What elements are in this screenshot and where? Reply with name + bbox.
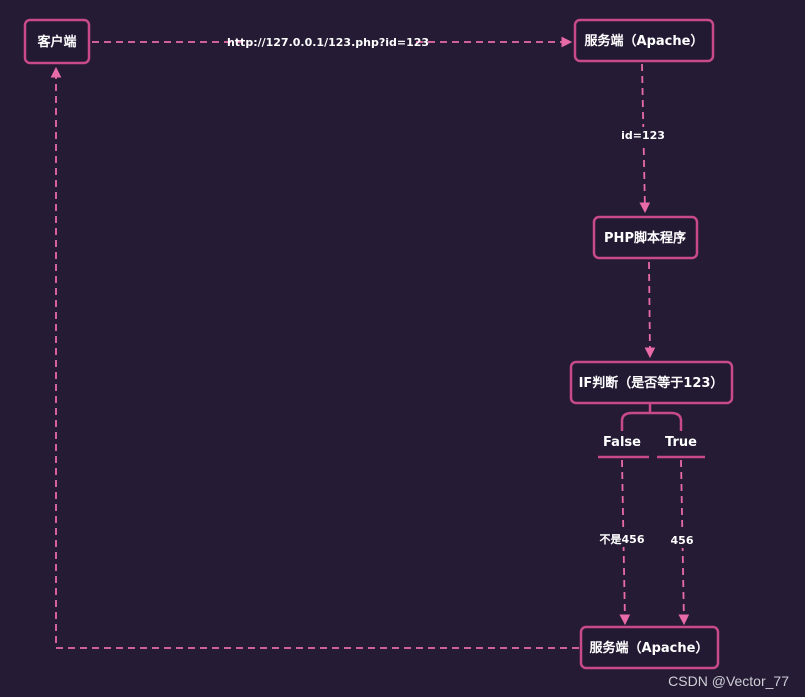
- param-label-bg: [622, 127, 664, 143]
- node-if-check[interactable]: IF判断（是否等于123）: [569, 360, 734, 405]
- node-client[interactable]: 客户端: [23, 18, 91, 65]
- edge-php-to-if: [644, 261, 656, 359]
- false-label: False: [603, 435, 641, 450]
- node-php[interactable]: PHP脚本程序: [592, 215, 699, 260]
- branch-split: [620, 403, 683, 431]
- node-client-label: 客户端: [37, 34, 76, 50]
- node-server-bottom[interactable]: 服务端（Apache）: [579, 625, 720, 670]
- node-server-top[interactable]: 服务端（Apache）: [573, 18, 715, 63]
- true-result-bg: [670, 532, 694, 548]
- true-label: True: [665, 435, 697, 450]
- false-result-bg: [598, 531, 646, 547]
- edge-label-param: id=123: [621, 129, 665, 142]
- edge-true-to-server: [678, 459, 690, 626]
- node-server-top-label: 服务端（Apache）: [585, 33, 704, 49]
- node-if-check-label: IF判断（是否等于123）: [579, 375, 724, 391]
- node-php-label: PHP脚本程序: [604, 230, 686, 246]
- edge-false-to-server: [619, 459, 631, 626]
- edge-label-url: http://127.0.0.1/123.php?id=123: [227, 36, 429, 49]
- node-server-bottom-label: 服务端（Apache）: [590, 640, 709, 656]
- watermark: CSDN @Vector_77: [668, 673, 789, 689]
- edge-server-to-client: [50, 66, 579, 649]
- edge-label-true-result: 456: [671, 534, 694, 547]
- url-label-bg: [242, 34, 414, 50]
- edge-label-false-result: 不是456: [600, 533, 645, 546]
